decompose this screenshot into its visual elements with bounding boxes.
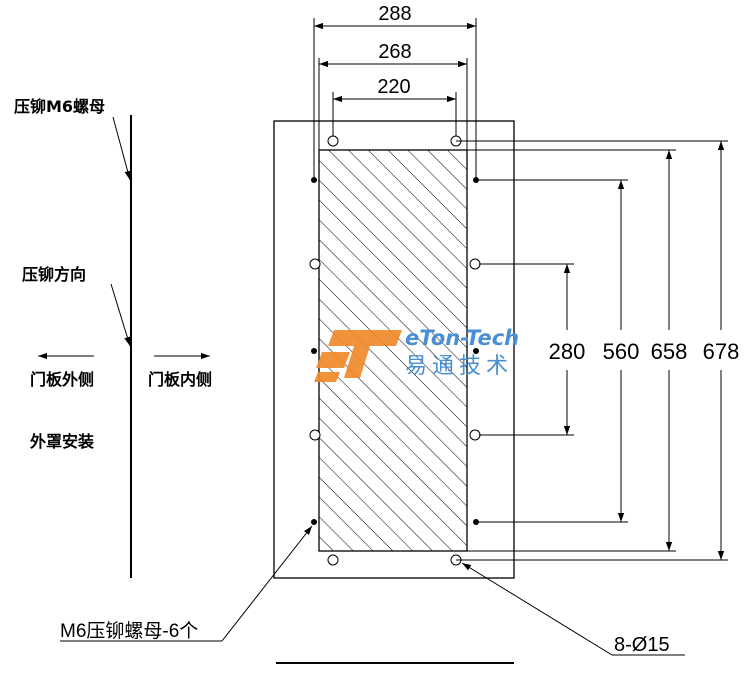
vertical-dimensions: 280 560 658 678 bbox=[456, 140, 740, 561]
press-nut bbox=[473, 348, 479, 354]
press-nut bbox=[473, 177, 479, 183]
dim-658: 658 bbox=[651, 339, 688, 364]
press-nut bbox=[311, 519, 317, 525]
brand-name-en: eTon-Tech bbox=[405, 326, 519, 350]
nut-count-leader bbox=[221, 525, 313, 642]
brand-name-cn: 易通技术 bbox=[405, 354, 513, 379]
door-panel-outline bbox=[273, 120, 515, 579]
dim-560: 560 bbox=[603, 339, 640, 364]
nut-count-label: M6压铆螺母-6个 bbox=[60, 620, 198, 642]
mounting-hole bbox=[309, 429, 321, 441]
cutout-hatched-area bbox=[318, 149, 468, 552]
dim-220: 220 bbox=[377, 76, 410, 98]
install-mode-label: 外罩安装 bbox=[29, 432, 94, 451]
dim-678: 678 bbox=[703, 339, 740, 364]
mounting-hole bbox=[309, 258, 321, 270]
holes-leader bbox=[461, 562, 613, 656]
front-view bbox=[273, 120, 515, 579]
side-view: 压铆M6螺母 压铆方向 门板外侧 门板内侧 外罩安装 bbox=[14, 97, 212, 578]
dim-280: 280 bbox=[549, 339, 586, 364]
dim-288: 288 bbox=[378, 3, 411, 25]
direction-label: 压铆方向 bbox=[22, 265, 86, 284]
dim-268: 268 bbox=[378, 41, 411, 63]
mounting-hole bbox=[327, 554, 339, 566]
callouts: M6压铆螺母-6个 8-Ø15 bbox=[60, 525, 685, 656]
holes-label: 8-Ø15 bbox=[614, 634, 670, 656]
inner-side-label: 门板内侧 bbox=[148, 370, 212, 389]
mounting-hole bbox=[469, 429, 481, 441]
press-nut bbox=[473, 519, 479, 525]
press-nut bbox=[311, 348, 317, 354]
watermark: eTon-Tech 易通技术 bbox=[314, 326, 519, 382]
press-nut bbox=[311, 177, 317, 183]
nut-label: 压铆M6螺母 bbox=[14, 97, 105, 116]
brand-logo bbox=[314, 330, 402, 382]
mounting-hole bbox=[469, 258, 481, 270]
horizontal-dimensions: 288 268 220 bbox=[313, 3, 477, 178]
outer-side-label: 门板外侧 bbox=[30, 370, 94, 389]
mounting-hole bbox=[327, 135, 339, 147]
nut-leader bbox=[112, 116, 131, 181]
press-nuts bbox=[311, 177, 479, 525]
direction-leader bbox=[110, 283, 131, 347]
